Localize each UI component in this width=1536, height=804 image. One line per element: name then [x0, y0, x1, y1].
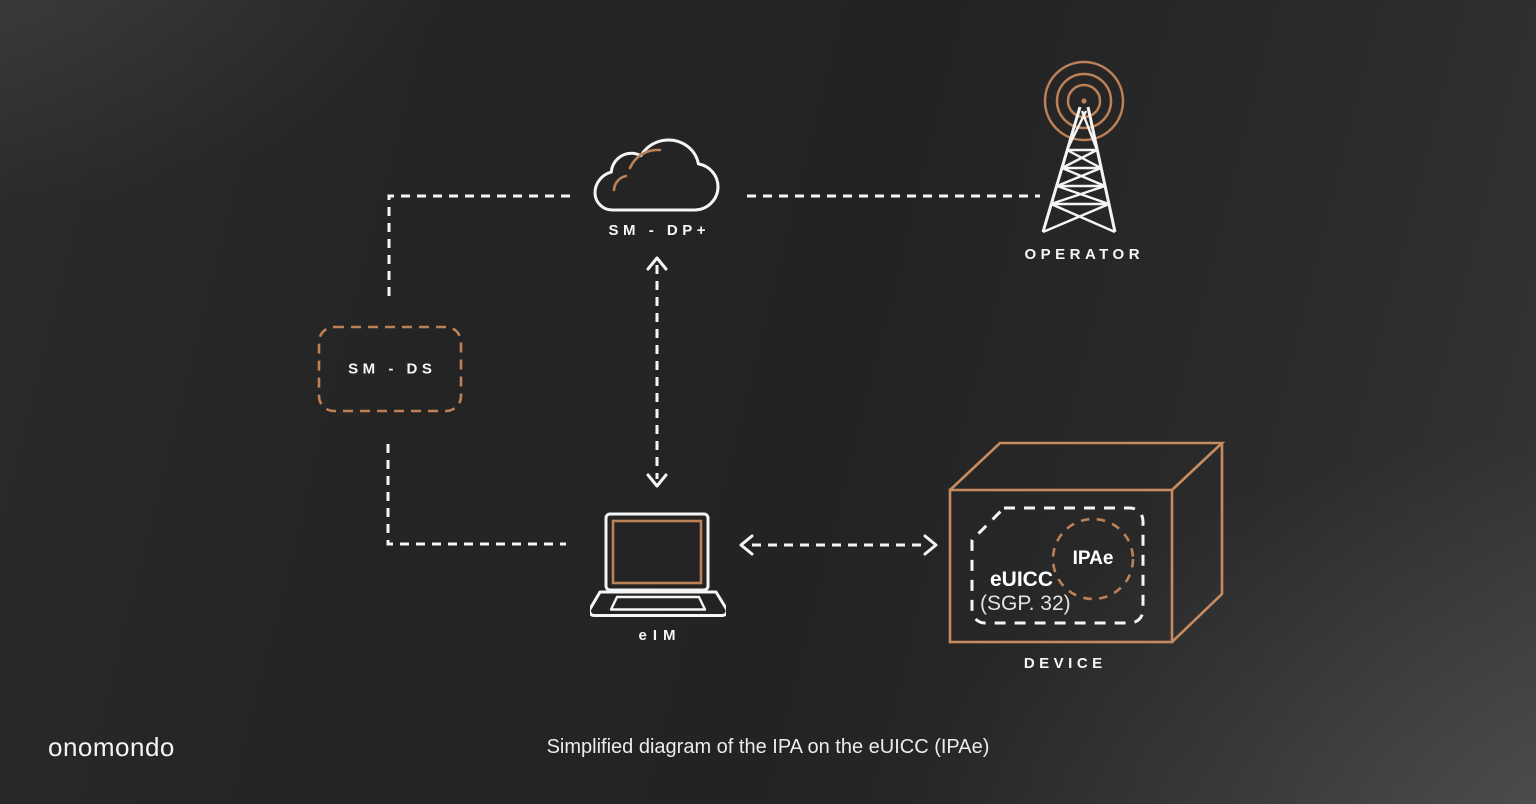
arrowhead-up — [646, 256, 668, 271]
ipae-dashed-circle — [1051, 517, 1135, 601]
smds-label: SM - DS — [348, 360, 437, 378]
device-node: eUICC (SGP. 32) IPAe — [940, 430, 1230, 665]
diagram-caption: Simplified diagram of the IPA on the eUI… — [546, 736, 990, 758]
arrowhead-left — [739, 534, 754, 556]
cloud-icon — [593, 138, 720, 212]
ipae-label: IPAe — [1072, 548, 1114, 569]
euicc-sub-label: (SGP. 32) — [980, 592, 1071, 615]
eim-label: eIM — [638, 627, 682, 644]
euicc-label: eUICC — [990, 568, 1054, 591]
laptop-icon — [590, 512, 726, 617]
euicc-dashed-sim-shape — [970, 506, 1145, 625]
connector-smdp-smds — [387, 194, 570, 301]
smds-node: SM - DS — [317, 325, 463, 413]
onomondo-logo: onomondo — [48, 732, 175, 762]
arrowhead-right — [923, 534, 938, 556]
arrowhead-down — [646, 473, 668, 488]
radio-tower-icon — [1041, 60, 1125, 234]
smdp-label: SM - DP+ — [608, 222, 710, 239]
operator-label: OPERATOR — [1024, 246, 1145, 263]
3d-box-icon — [948, 441, 1226, 644]
connector-smds-eim — [386, 444, 566, 546]
device-label: DEVICE — [1023, 655, 1107, 672]
smds-dashed-border — [317, 325, 463, 413]
